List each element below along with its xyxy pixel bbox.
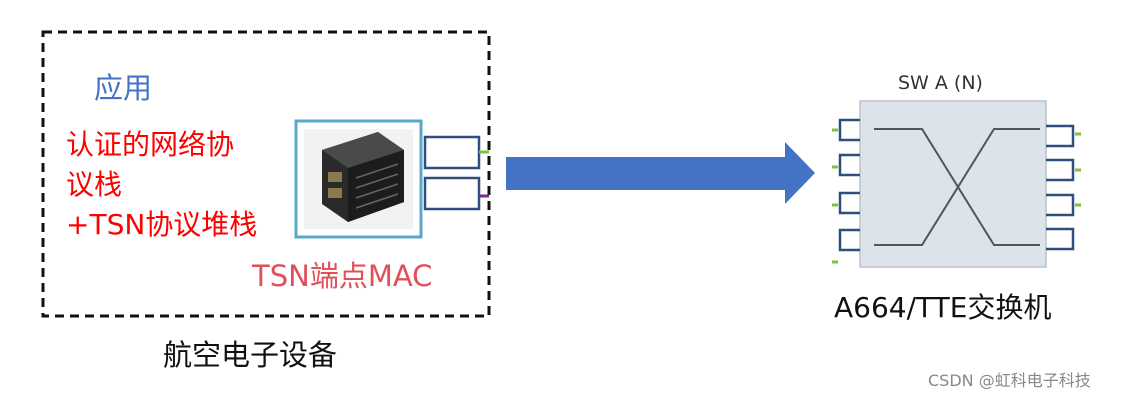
switch-right-ports bbox=[1046, 126, 1081, 249]
protocol-stack-label-line-2: 议栈 bbox=[66, 171, 122, 199]
right-arrow-icon bbox=[506, 142, 815, 204]
app-label: 应用 bbox=[94, 74, 152, 103]
avionics-module-icon bbox=[296, 121, 421, 237]
tsn-endpoint-mac-label: TSN端点MAC bbox=[252, 262, 432, 291]
switch-body bbox=[860, 101, 1046, 267]
protocol-stack-label-line-3: +TSN协议堆栈 bbox=[66, 211, 257, 239]
avionics-device-label: 航空电子设备 bbox=[163, 341, 337, 370]
protocol-stack-label-line-1: 认证的网络协 bbox=[66, 131, 234, 159]
switch-title: SW A (N) bbox=[898, 74, 983, 93]
watermark: CSDN @虹科电子科技 bbox=[928, 373, 1091, 389]
device-port-2 bbox=[425, 178, 479, 209]
device-port-1 bbox=[425, 137, 479, 168]
switch-left-ports bbox=[832, 120, 860, 262]
switch-label: A664/TTE交换机 bbox=[834, 294, 1051, 322]
